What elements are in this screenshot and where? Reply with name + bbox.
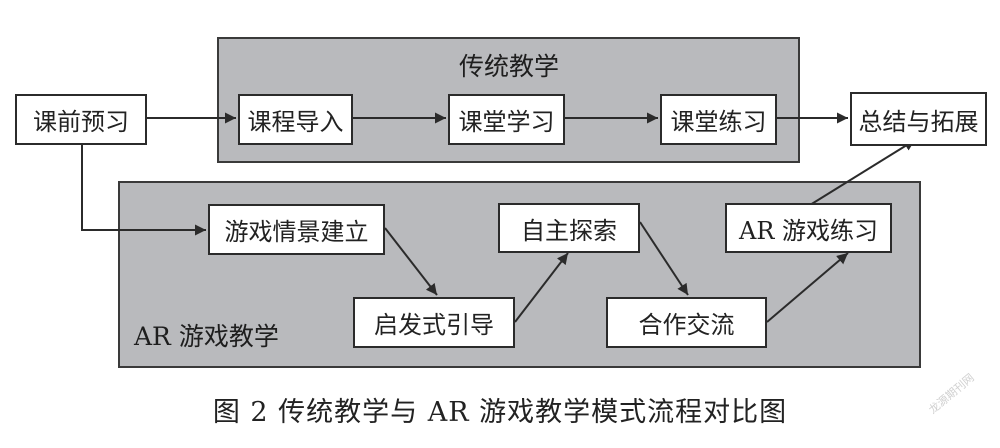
arrow-guide-to-explore: [514, 252, 569, 323]
node-game-scene: 游戏情景建立: [208, 204, 385, 255]
node-course-intro: 课程导入: [238, 94, 353, 145]
figure-caption: 图 2 传统教学与 AR 游戏教学模式流程对比图: [212, 397, 788, 428]
node-self-explore: 自主探索: [498, 203, 640, 253]
ar-panel-title: AR 游戏教学: [134, 322, 279, 351]
arrow-exchange-to-ar-practice: [766, 252, 849, 323]
arrow-scene-to-guide: [384, 227, 438, 296]
arrow-explore-to-exchange: [639, 221, 689, 296]
node-heuristic-guide: 启发式引导: [353, 297, 515, 348]
node-preview: 课前预习: [15, 94, 147, 145]
node-ar-game-practice: AR 游戏练习: [725, 203, 892, 253]
node-cooperative-exchange: 合作交流: [606, 297, 767, 348]
node-class-practice: 课堂练习: [660, 94, 777, 145]
arrow-preview-to-scene: [81, 145, 206, 236]
node-class-learning: 课堂学习: [448, 94, 565, 145]
node-summary: 总结与拓展: [850, 92, 987, 146]
arrow-ar-practice-to-summary: [809, 139, 916, 206]
traditional-panel-title: 传统教学: [459, 52, 560, 81]
